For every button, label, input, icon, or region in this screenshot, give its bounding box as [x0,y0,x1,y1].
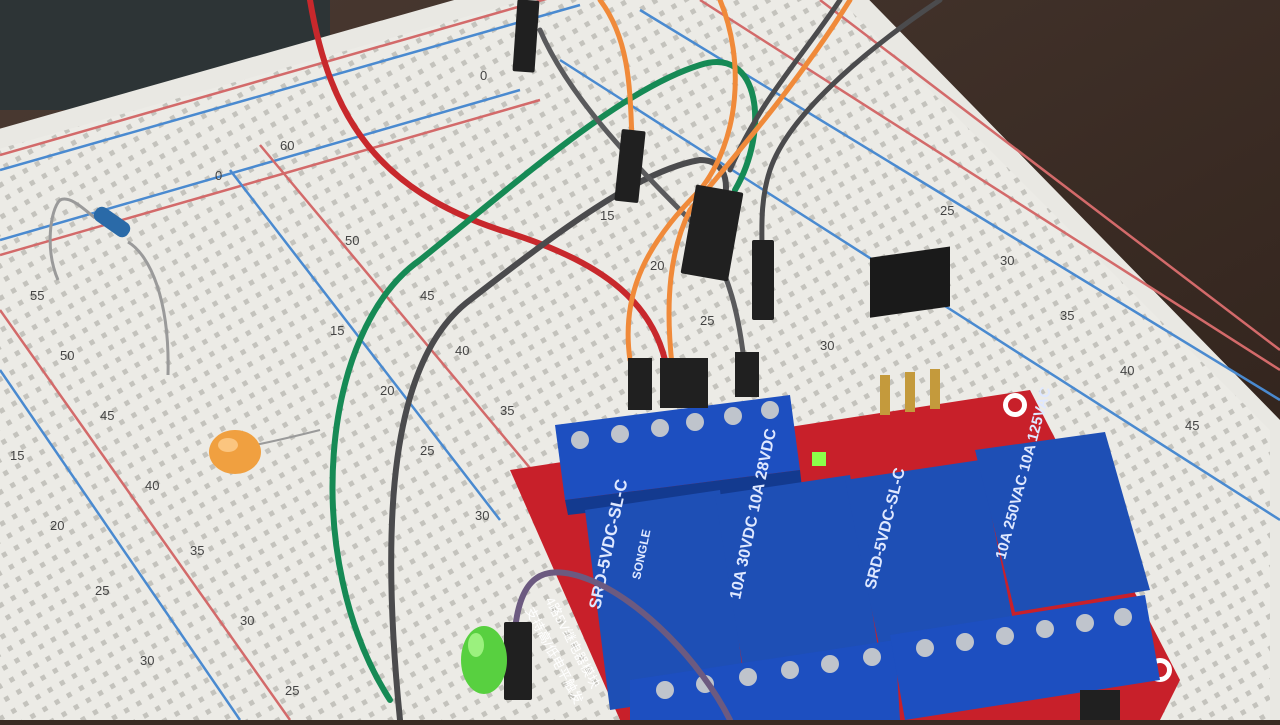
jumper-connectors [504,0,1120,720]
green-led [461,626,507,694]
svg-text:20: 20 [50,518,64,533]
svg-text:40: 40 [1120,363,1134,378]
relay-module: 4路5V继电器模块 支持高/低电平触发 SRD-5VDC-SL-C SONGLE [510,246,1180,720]
svg-text:15: 15 [330,323,344,338]
svg-text:35: 35 [190,543,204,558]
relay-3: SRD-5VDC-SL-C [845,460,1015,650]
svg-text:25: 25 [285,683,299,698]
svg-text:25: 25 [940,203,954,218]
resistor [48,197,170,376]
svg-text:55: 55 [30,288,44,303]
svg-text:50: 50 [345,233,359,248]
svg-text:45: 45 [420,288,434,303]
svg-text:45: 45 [1185,418,1199,433]
gray-wire-1 [388,156,729,723]
svg-text:30: 30 [820,338,834,353]
green-wire [329,59,759,703]
svg-text:60: 60 [280,138,294,153]
orange-led [209,429,321,474]
svg-text:20: 20 [650,258,664,273]
svg-text:0: 0 [215,168,222,183]
svg-text:30: 30 [140,653,154,668]
svg-text:25: 25 [420,443,434,458]
svg-text:35: 35 [500,403,514,418]
svg-text:45: 45 [100,408,114,423]
svg-text:30: 30 [475,508,489,523]
svg-text:25: 25 [95,583,109,598]
red-wire [307,0,668,363]
svg-text:15: 15 [600,208,614,223]
svg-text:0: 0 [480,68,487,83]
svg-text:30: 30 [240,613,254,628]
gray-wire-3 [759,0,943,253]
svg-text:40: 40 [455,343,469,358]
purple-wire [512,569,733,723]
svg-text:30: 30 [1000,253,1014,268]
gray-wire-2 [537,27,748,373]
terminal-block-bottom-right [890,595,1160,720]
svg-text:35: 35 [1060,308,1074,323]
jumper-header [870,246,950,415]
svg-text:50: 50 [60,348,74,363]
svg-text:40: 40 [145,478,159,493]
terminal-block-top [555,395,802,515]
svg-text:25: 25 [700,313,714,328]
svg-text:15: 15 [10,448,24,463]
orange-wire-1 [597,0,635,143]
svg-text:20: 20 [380,383,394,398]
terminal-block-bottom-left [630,640,900,720]
power-indicator [812,452,826,466]
